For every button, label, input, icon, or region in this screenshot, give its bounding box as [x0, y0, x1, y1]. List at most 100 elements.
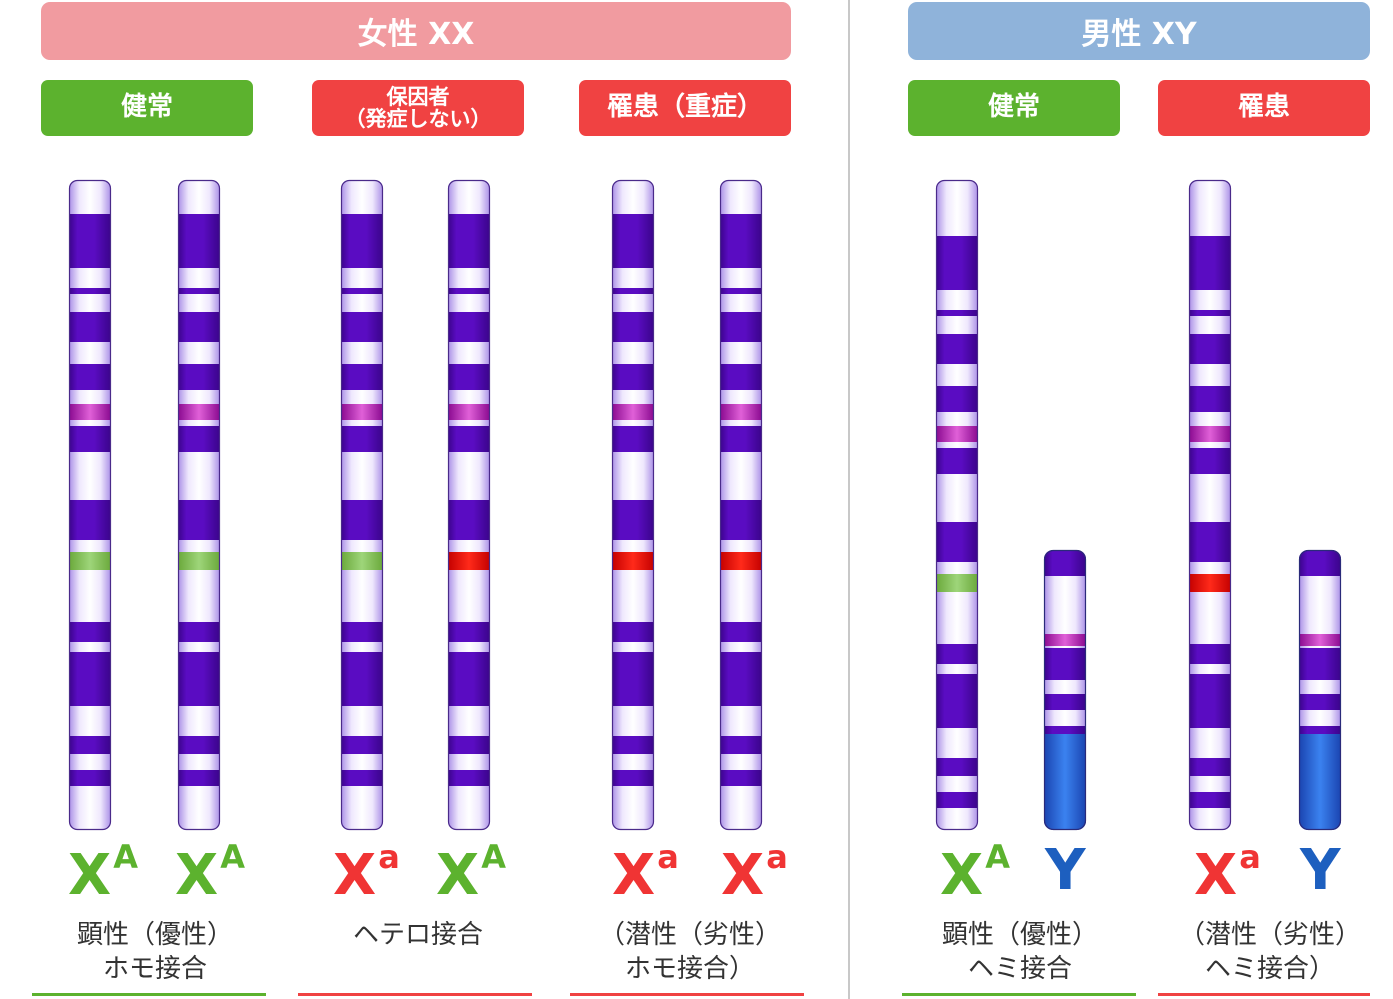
dark-band — [936, 644, 978, 664]
caption-female-carrier: ヘテロ接合 — [352, 920, 483, 950]
dark-band — [178, 214, 220, 268]
dark-band — [341, 426, 383, 452]
male-header: 男性 XY — [908, 2, 1370, 60]
chromosome-m1y — [1044, 550, 1086, 830]
underline-female-carrier — [298, 993, 532, 996]
chromosome-m1x — [936, 180, 978, 830]
carrier-label-line1: 保因者 — [386, 84, 450, 109]
section-divider — [848, 0, 850, 999]
allele-band — [1189, 574, 1231, 592]
underline-male-affected — [1158, 993, 1370, 996]
dark-band — [69, 364, 111, 390]
dark-band — [69, 500, 111, 540]
dark-band — [178, 426, 220, 452]
dark-band — [178, 500, 220, 540]
dark-band — [69, 770, 111, 786]
chromosome-f2a — [341, 180, 383, 830]
dark-band — [69, 652, 111, 706]
dark-band — [1189, 792, 1231, 808]
caption-female-normal: 顕性（優性） ホモ接合 — [76, 920, 233, 984]
dark-band — [720, 312, 762, 342]
underline-male-normal — [902, 993, 1136, 996]
dark-band — [1044, 648, 1086, 680]
dark-band — [178, 288, 220, 294]
dark-band — [1299, 726, 1341, 734]
female-normal-label: 健常 — [41, 80, 253, 136]
male-affected-label: 罹患 — [1158, 80, 1370, 136]
dark-band — [936, 758, 978, 776]
chromosome-outline — [68, 179, 112, 831]
dark-band — [720, 736, 762, 754]
caption-female-affected: （潜性（劣性） ホモ接合） — [598, 920, 781, 984]
underline-female-normal — [32, 993, 266, 996]
dark-band — [936, 334, 978, 364]
dark-band — [448, 288, 490, 294]
dark-band — [1189, 522, 1231, 562]
dark-band — [720, 288, 762, 294]
female-header-label: 女性 XX — [357, 17, 475, 52]
centromere-band — [1044, 634, 1086, 646]
centromere-band — [720, 404, 762, 420]
dark-band — [448, 312, 490, 342]
dark-band — [936, 310, 978, 316]
centromere-band — [69, 404, 111, 420]
dark-band — [341, 312, 383, 342]
chromosome-f2b — [448, 180, 490, 830]
dark-band — [936, 522, 978, 562]
dark-band — [341, 364, 383, 390]
allele-band — [341, 552, 383, 570]
allele-band — [69, 552, 111, 570]
dark-band — [69, 288, 111, 294]
dark-band — [1189, 448, 1231, 474]
dark-band — [612, 288, 654, 294]
dark-band — [936, 386, 978, 412]
dark-band — [178, 736, 220, 754]
male-normal-label: 健常 — [908, 80, 1120, 136]
dark-band — [1299, 550, 1341, 576]
dark-band — [1189, 310, 1231, 316]
carrier-label-line2: （発症しない） — [344, 107, 492, 131]
allele-m2a: Xa — [1194, 838, 1261, 908]
dark-band — [341, 770, 383, 786]
dark-band — [1189, 334, 1231, 364]
dark-band — [178, 312, 220, 342]
dark-band — [448, 364, 490, 390]
dark-band — [1189, 236, 1231, 290]
centromere-band — [936, 426, 978, 442]
dark-band — [341, 736, 383, 754]
allele-f1b: XA — [175, 838, 245, 908]
dark-band — [69, 622, 111, 642]
chromosome-outline — [447, 179, 491, 831]
dark-band — [612, 426, 654, 452]
allele-m1a: XA — [940, 838, 1010, 908]
centromere-band — [341, 404, 383, 420]
dark-band — [341, 288, 383, 294]
dark-band — [720, 622, 762, 642]
dark-band — [178, 364, 220, 390]
centromere-band — [1189, 426, 1231, 442]
centromere-band — [612, 404, 654, 420]
chromosome-outline — [177, 179, 221, 831]
chromosome-f1b — [178, 180, 220, 830]
dark-band — [69, 214, 111, 268]
chromosome-m2y — [1299, 550, 1341, 830]
dark-band — [1189, 674, 1231, 728]
dark-band — [612, 214, 654, 268]
caption-male-normal: 顕性（優性） ヘミ接合 — [941, 920, 1098, 984]
dark-band — [936, 674, 978, 728]
dark-band — [1299, 694, 1341, 710]
dark-band — [612, 770, 654, 786]
dark-band — [178, 770, 220, 786]
chromosome-outline — [935, 179, 979, 831]
dark-band — [1044, 726, 1086, 734]
allele-band — [178, 552, 220, 570]
male-header-label: 男性 XY — [1081, 17, 1197, 52]
dark-band — [936, 448, 978, 474]
caption-male-affected: （潜性（劣性） ヘミ接合） — [1178, 920, 1361, 984]
dark-band — [341, 214, 383, 268]
dark-band — [1044, 694, 1086, 710]
dark-band — [720, 652, 762, 706]
dark-band — [612, 312, 654, 342]
allele-f2b: XA — [436, 838, 506, 908]
dark-band — [936, 792, 978, 808]
